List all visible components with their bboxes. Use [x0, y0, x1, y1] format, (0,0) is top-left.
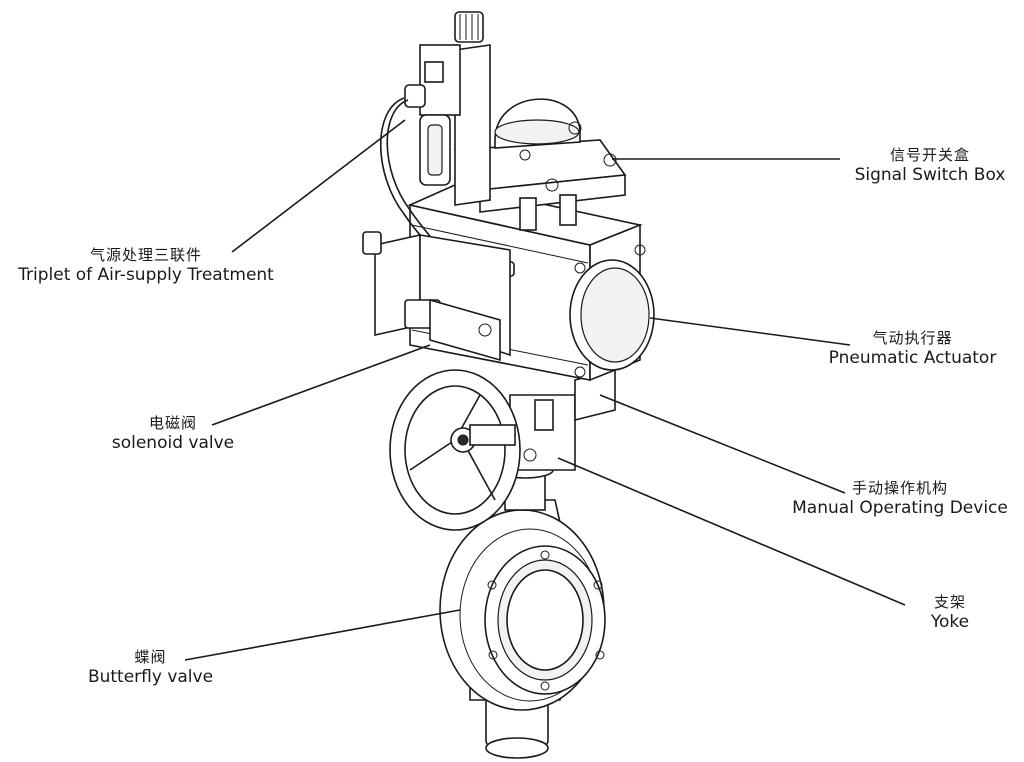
label-air-supply-triplet-en: Triplet of Air-supply Treatment	[18, 264, 274, 285]
label-air-supply-triplet-zh: 气源处理三联件	[89, 246, 202, 264]
label-yoke: 支架 Yoke	[905, 593, 995, 633]
signal-switch-box	[453, 98, 627, 231]
label-pneumatic-actuator: 气动执行器 Pneumatic Actuator	[815, 329, 1010, 369]
label-manual-operating-device-en: Manual Operating Device	[792, 497, 1008, 518]
leader-yoke	[557, 457, 906, 606]
label-butterfly-valve-zh: 蝶阀	[134, 648, 167, 666]
label-pneumatic-actuator-en: Pneumatic Actuator	[828, 347, 997, 368]
label-signal-switch-box-en: Signal Switch Box	[854, 164, 1006, 185]
leader-butterfly-valve	[184, 609, 461, 661]
label-yoke-zh: 支架	[933, 593, 966, 611]
solenoid-valve	[362, 231, 511, 362]
label-butterfly-valve: 蝶阀 Butterfly valve	[78, 648, 223, 688]
label-solenoid-valve-zh: 电磁阀	[148, 414, 197, 432]
leader-manual-operating-device	[599, 394, 846, 494]
label-signal-switch-box-zh: 信号开关盒	[889, 146, 970, 164]
label-solenoid-valve-en: solenoid valve	[111, 432, 235, 453]
label-air-supply-triplet: 气源处理三联件 Triplet of Air-supply Treatment	[0, 246, 292, 286]
label-yoke-en: Yoke	[930, 611, 970, 632]
leader-pneumatic-actuator	[649, 317, 851, 346]
leader-air-supply-triplet	[231, 119, 406, 253]
leader-solenoid-valve	[211, 344, 431, 426]
label-signal-switch-box: 信号开关盒 Signal Switch Box	[840, 146, 1020, 186]
handwheel	[389, 369, 521, 531]
label-butterfly-valve-en: Butterfly valve	[87, 666, 214, 687]
air-supply-triplet	[380, 11, 491, 305]
label-manual-operating-device: 手动操作机构 Manual Operating Device	[780, 479, 1020, 519]
label-manual-operating-device-zh: 手动操作机构	[851, 479, 948, 497]
label-pneumatic-actuator-zh: 气动执行器	[872, 329, 953, 347]
leader-lines	[184, 119, 906, 661]
yoke-bracket	[509, 368, 616, 471]
label-solenoid-valve: 电磁阀 solenoid valve	[98, 414, 248, 454]
